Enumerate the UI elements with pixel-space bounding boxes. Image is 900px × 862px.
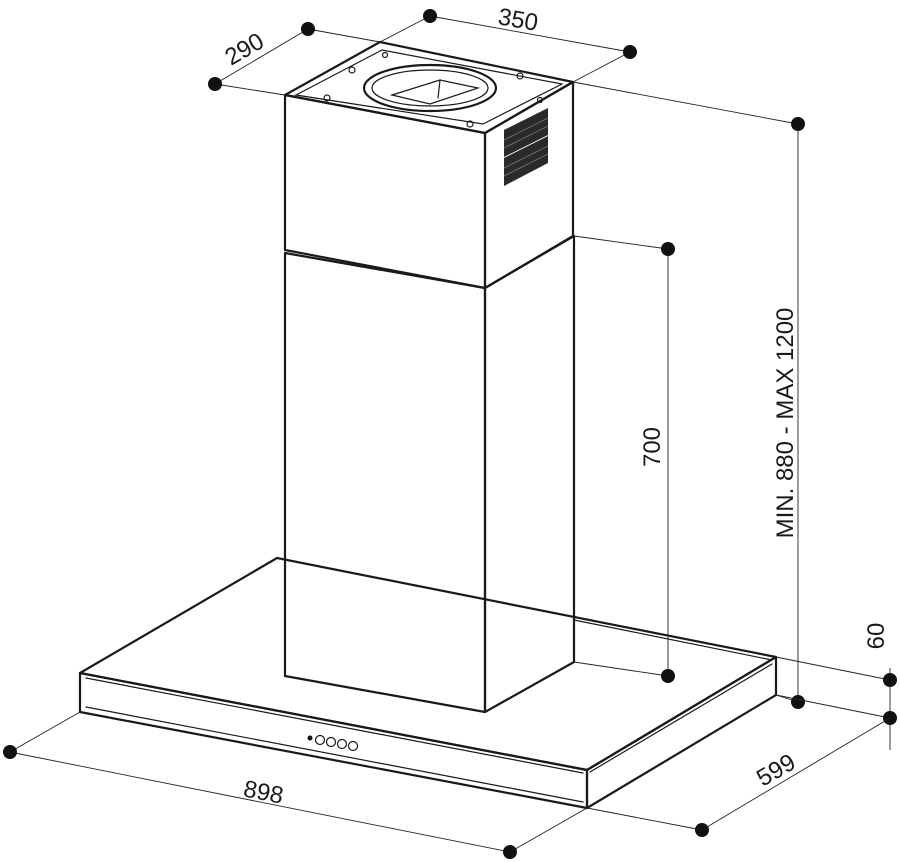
upper-chimney [283, 40, 575, 290]
dim-total-height: MIN. 880 - MAX 1200 [772, 308, 799, 539]
dim-canopy-thickness: 60 [863, 623, 890, 650]
upper-chimney-side [483, 80, 575, 290]
lower-chimney-side [483, 234, 576, 714]
dim-chimney-depth: 290 [221, 28, 269, 71]
control-button-1 [314, 734, 326, 746]
indicator-light-icon [307, 735, 313, 741]
exhaust-opening [362, 63, 498, 113]
dim-lower-chimney-height: 700 [639, 427, 666, 467]
ventilation-grille [503, 108, 549, 186]
canopy [78, 556, 778, 810]
canopy-top-surface [78, 556, 778, 772]
control-button-2 [325, 736, 337, 748]
canopy-side-face [585, 655, 778, 810]
dim-canopy-width: 898 [241, 776, 285, 810]
lower-chimney-front [283, 251, 487, 714]
lower-chimney [283, 234, 576, 714]
control-button-4 [347, 740, 359, 752]
control-button-3 [336, 738, 348, 750]
dim-canopy-depth: 599 [752, 749, 800, 792]
control-panel [307, 734, 359, 752]
dimension-lines [3, 9, 897, 859]
dim-chimney-width: 350 [496, 3, 540, 37]
